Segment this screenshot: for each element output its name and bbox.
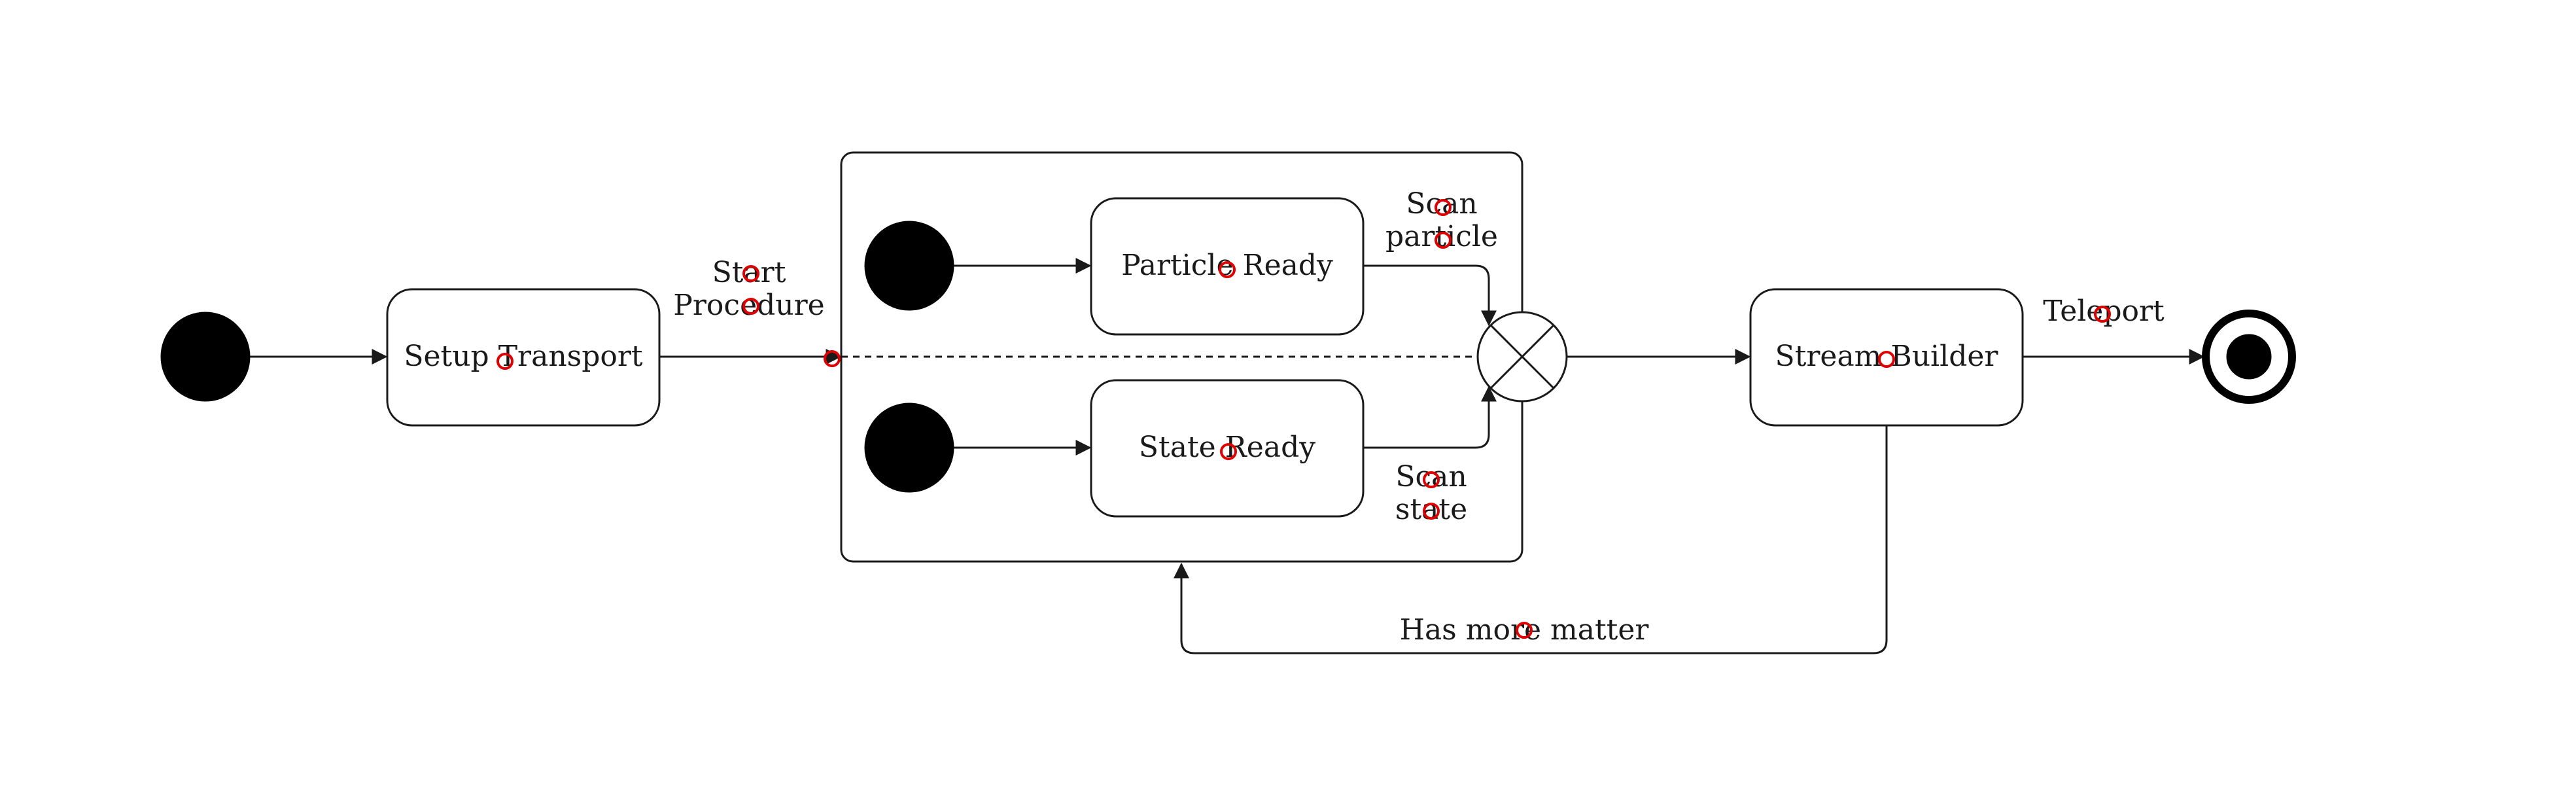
state-stream-builder-label: Stream Builder: [1775, 340, 1999, 373]
marker-scan-state-2: [1423, 503, 1440, 520]
marker-setup-transport: [496, 353, 513, 370]
edge-label-has-more-matter: Has more matter: [1400, 613, 1650, 647]
marker-composite-entry: [824, 350, 841, 367]
marker-teleport: [2094, 306, 2111, 323]
marker-scan-state-1: [1423, 471, 1440, 488]
state-setup-transport-label: Setup Transport: [404, 340, 643, 373]
final-state: [2202, 310, 2296, 404]
edge-label-teleport: Teleport: [2043, 295, 2165, 328]
marker-particle-ready: [1219, 261, 1236, 278]
marker-start-2: [742, 298, 759, 315]
marker-state-ready: [1220, 443, 1237, 460]
annotation-markers: [496, 199, 2111, 639]
edge-label-start-procedure-2: Procedure: [673, 289, 824, 322]
edge-label-scan-state-2: state: [1395, 493, 1467, 526]
marker-stream-builder: [1878, 351, 1895, 368]
initial-state-lower: [864, 402, 954, 493]
edge-label-start-procedure-1: Start: [712, 256, 786, 289]
initial-state-upper: [864, 221, 954, 311]
edge-stream-loop-to-composite: [1174, 425, 1888, 654]
marker-scan-particle-1: [1435, 199, 1452, 216]
marker-scan-particle-2: [1435, 232, 1452, 249]
marker-start-1: [742, 265, 759, 282]
edge-state-to-junction: [1363, 385, 1497, 449]
edge-label-scan-state-1: Scan: [1395, 460, 1467, 493]
initial-state: [160, 312, 251, 402]
edge-particle-to-junction: [1363, 264, 1497, 327]
marker-has-more-matter: [1516, 622, 1533, 639]
exit-point-node: [1476, 311, 1568, 402]
